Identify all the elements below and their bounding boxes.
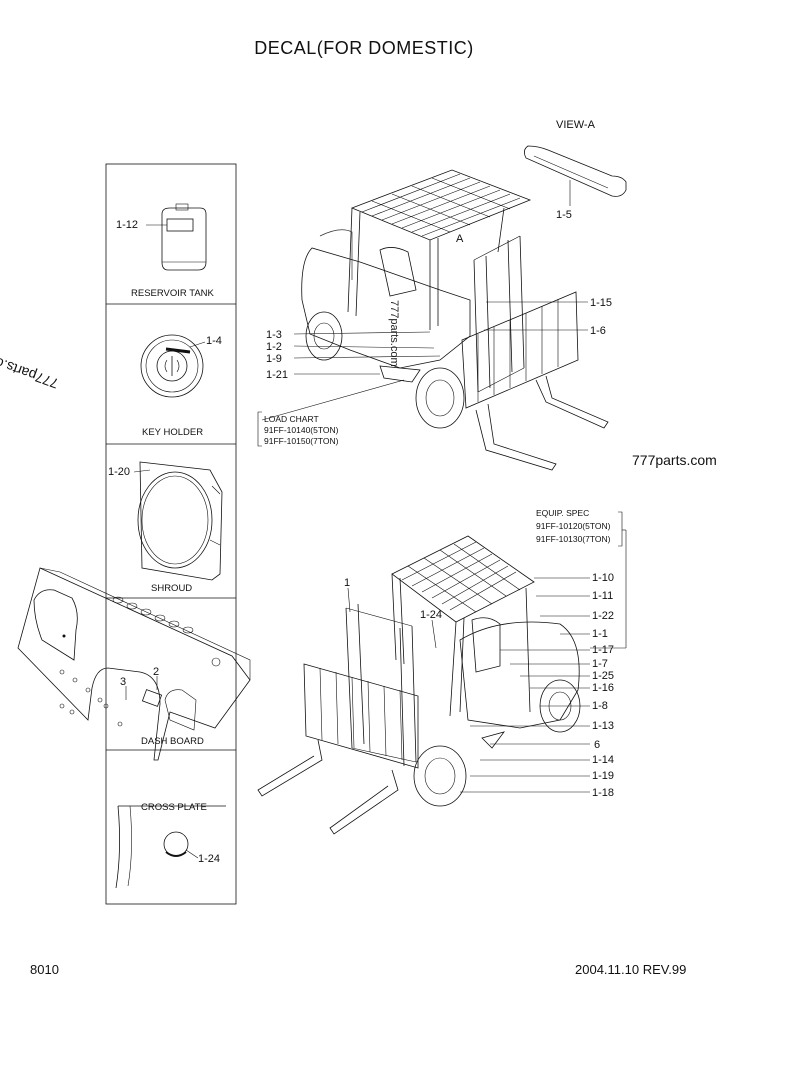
dash-board-callout-3: 3 bbox=[120, 676, 126, 688]
load-chart-item-2: 91FF-10150(7TON) bbox=[264, 436, 339, 446]
top-forklift: 1-3 1-2 1-9 1-21 1-15 1-6 A LOAD CHART 9… bbox=[257, 169, 612, 471]
bottom-callout-1-11: 1-11 bbox=[592, 590, 613, 602]
load-chart-item-1: 91FF-10140(5TON) bbox=[264, 425, 339, 435]
equip-spec-item-1: 91FF-10120(5TON) bbox=[536, 521, 611, 531]
bottom-callout-6: 6 bbox=[594, 739, 600, 751]
bottom-callout-1: 1 bbox=[344, 577, 350, 589]
cross-plate-label: CROSS PLATE bbox=[141, 802, 207, 813]
bottom-callout-1-13: 1-13 bbox=[592, 720, 614, 732]
cross-plate-callout: 1-24 bbox=[198, 853, 220, 865]
panel-column bbox=[105, 163, 237, 905]
bottom-callout-1-7: 1-7 bbox=[592, 658, 608, 670]
bottom-callout-1-8: 1-8 bbox=[592, 700, 608, 712]
top-callout-1-6: 1-6 bbox=[590, 325, 606, 337]
bottom-callout-1-16: 1-16 bbox=[592, 682, 614, 694]
equip-spec-title: EQUIP. SPEC bbox=[536, 508, 589, 518]
load-chart-title: LOAD CHART bbox=[264, 414, 319, 424]
dash-board-panel: 2 3 DASH BOARD bbox=[17, 567, 251, 761]
view-a-detail: VIEW-A 1-5 bbox=[524, 119, 627, 221]
bottom-forklift: 1 1-24 1-10 1-11 1-22 1-1 1-17 1-7 1-25 bbox=[257, 508, 627, 835]
top-callout-1-21: 1-21 bbox=[266, 369, 288, 381]
watermark-right: 777parts.com bbox=[632, 452, 717, 468]
reservoir-tank-label: RESERVOIR TANK bbox=[131, 288, 215, 299]
bottom-callout-1-25: 1-25 bbox=[592, 670, 614, 682]
key-holder-panel: 1-4 KEY HOLDER bbox=[140, 334, 222, 438]
reservoir-tank-callout: 1-12 bbox=[116, 219, 138, 231]
top-callout-1-15: 1-15 bbox=[590, 297, 612, 309]
page-title: DECAL(FOR DOMESTIC) bbox=[254, 38, 474, 58]
revision-date: 2004.11.10 REV.99 bbox=[575, 962, 687, 977]
bottom-callout-1-1: 1-1 bbox=[592, 628, 608, 640]
view-a-marker: A bbox=[456, 233, 464, 245]
view-a-label: VIEW-A bbox=[556, 119, 596, 131]
top-callout-1-9: 1-9 bbox=[266, 353, 282, 365]
watermark-center: 777parts.com bbox=[388, 300, 400, 367]
bottom-callout-1-18: 1-18 bbox=[592, 787, 614, 799]
top-callout-1-3: 1-3 bbox=[266, 329, 282, 341]
page-code: 8010 bbox=[30, 962, 59, 977]
dash-board-label: DASH BOARD bbox=[141, 736, 204, 747]
bottom-callout-1-10: 1-10 bbox=[592, 572, 614, 584]
bottom-callout-1-19: 1-19 bbox=[592, 770, 614, 782]
bottom-callout-1-22: 1-22 bbox=[592, 610, 614, 622]
key-holder-callout: 1-4 bbox=[206, 335, 222, 347]
shroud-label: SHROUD bbox=[151, 583, 192, 594]
shroud-callout: 1-20 bbox=[108, 466, 130, 478]
bottom-callout-1-17: 1-17 bbox=[592, 644, 614, 656]
bottom-callout-1-14: 1-14 bbox=[592, 754, 614, 766]
shroud-panel: 1-20 SHROUD bbox=[108, 461, 223, 594]
dash-board-callout-2: 2 bbox=[153, 666, 159, 678]
view-a-callout: 1-5 bbox=[556, 209, 572, 221]
key-holder-label: KEY HOLDER bbox=[142, 427, 203, 438]
bottom-right-callouts: 1-10 1-11 1-22 1-1 1-17 1-7 1-25 1-16 1-… bbox=[460, 572, 614, 799]
bottom-callout-1-24: 1-24 bbox=[420, 609, 442, 621]
cross-plate-panel: CROSS PLATE 1-24 bbox=[115, 802, 226, 889]
top-callout-1-2: 1-2 bbox=[266, 341, 282, 353]
reservoir-tank-panel: 1-12 RESERVOIR TANK bbox=[116, 203, 215, 299]
equip-spec-item-2: 91FF-10130(7TON) bbox=[536, 534, 611, 544]
